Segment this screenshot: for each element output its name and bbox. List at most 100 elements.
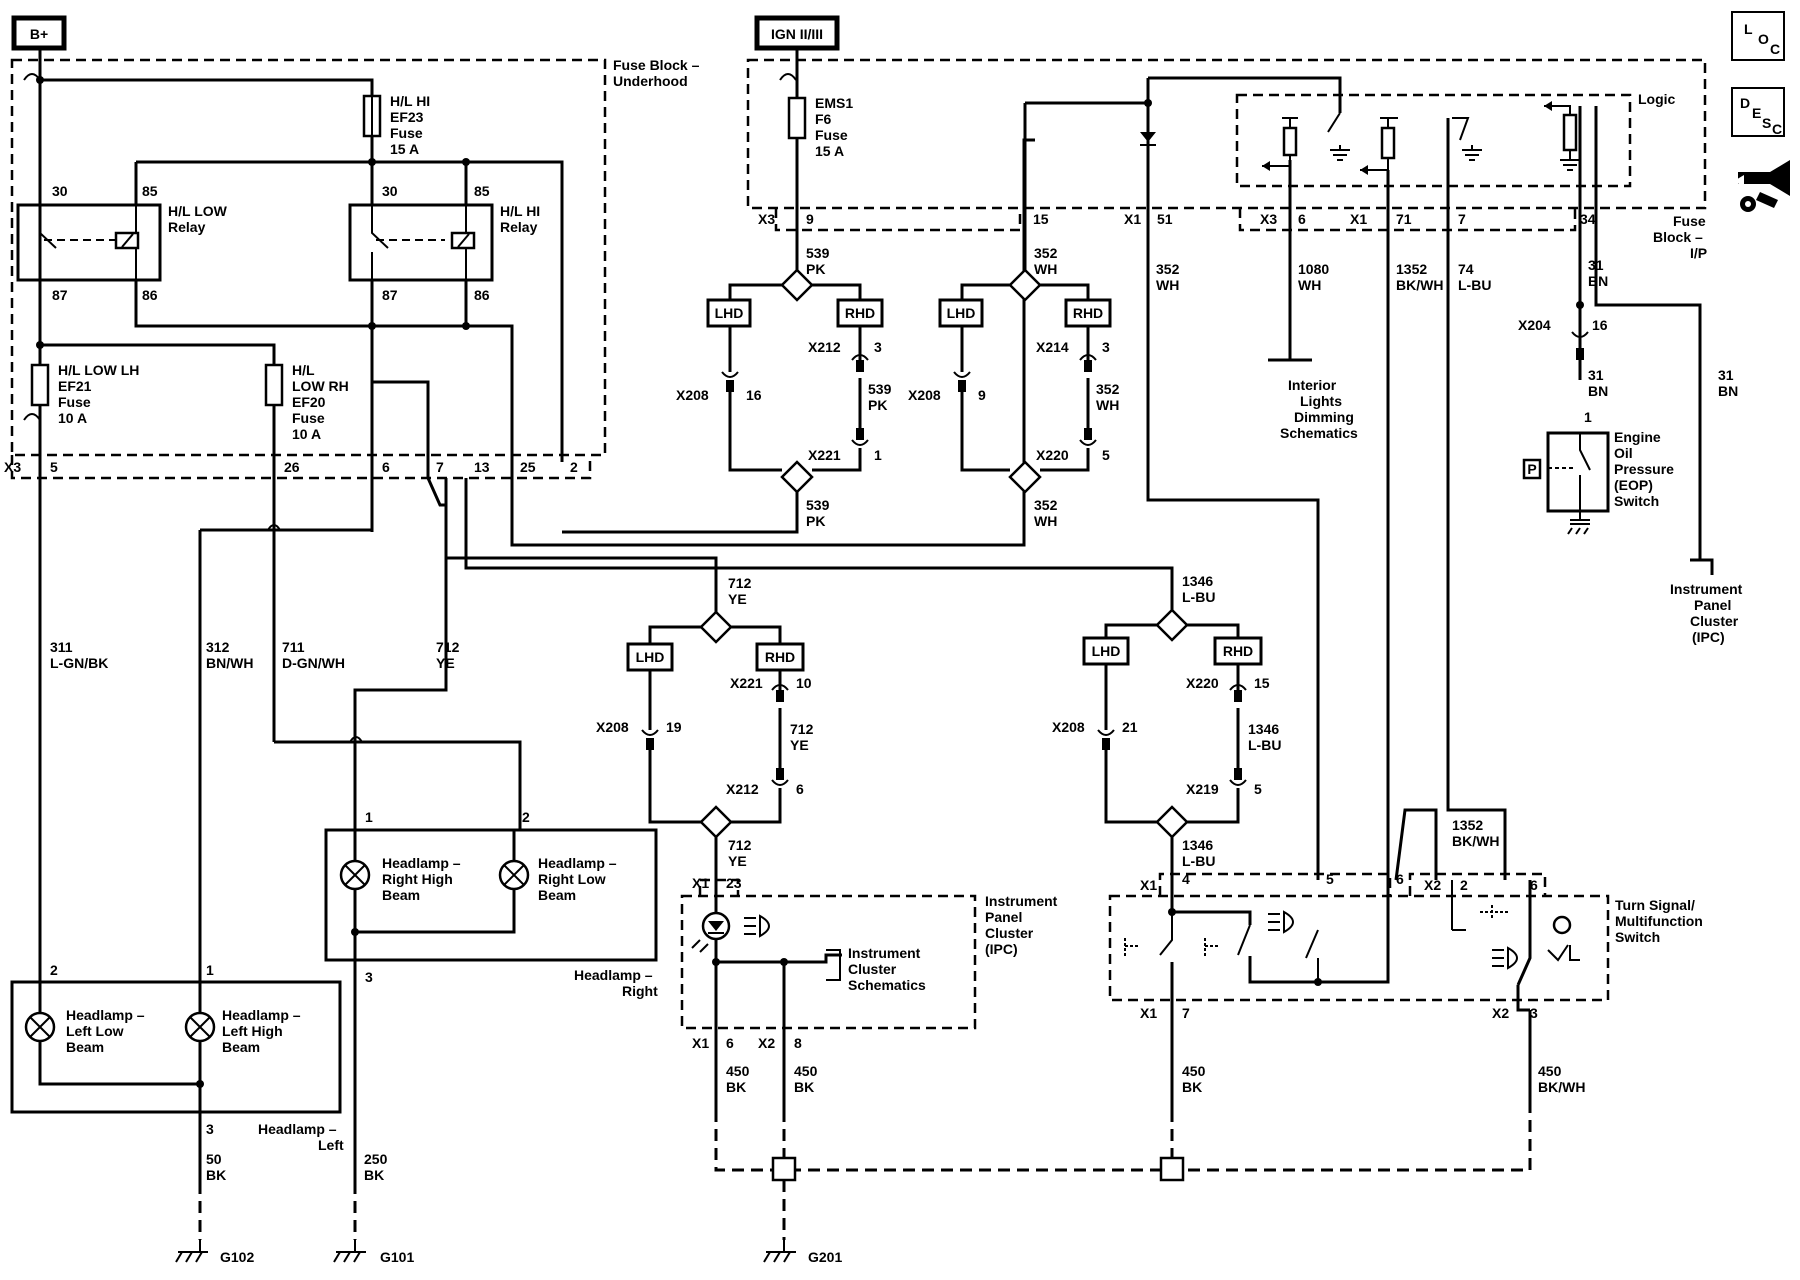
lhd-box-2 — [938, 298, 984, 328]
ipc-dest-line-4: (IPC) — [1692, 629, 1725, 645]
connector-tools-icon[interactable] — [1734, 160, 1790, 212]
wire-712d-color: YE — [728, 853, 747, 869]
ts-pin-2: 2 — [1460, 877, 1468, 893]
ip-pin-strip — [774, 208, 1577, 232]
wire-712a-color: YE — [436, 655, 455, 671]
wire-712c-num: 712 — [790, 721, 814, 737]
wire-1080-num: 1080 — [1298, 261, 1329, 277]
x214-pin: 3 — [1102, 339, 1110, 355]
desc-icon[interactable]: D E S C — [1731, 87, 1785, 137]
wire-1080-color: WH — [1298, 277, 1321, 293]
wire-450b-num: 450 — [794, 1063, 818, 1079]
underhood-pin-6: 6 — [382, 459, 390, 475]
wire-352c-num: 352 — [1096, 381, 1120, 397]
ipc-dest-line-3: Cluster — [1690, 613, 1739, 629]
ground-g102-label: G102 — [220, 1249, 254, 1265]
ef21-line-3: Fuse — [58, 394, 91, 410]
interior-line-3: Dimming — [1294, 409, 1354, 425]
ipc-dest-line-2: Panel — [1694, 597, 1731, 613]
eop-line-5: Switch — [1614, 493, 1659, 509]
right-high-line-2: Right High — [382, 871, 453, 887]
wire-1352-num: 1352 — [1396, 261, 1427, 277]
ts-pin-5: 5 — [1326, 871, 1334, 887]
connector-x208-b — [953, 371, 971, 392]
ipc-schem-line-3: Schematics — [848, 977, 926, 993]
ts-label-2: Multifunction — [1615, 913, 1703, 929]
ground-g101-icon — [333, 1240, 366, 1263]
wire-539c-color: PK — [806, 513, 825, 529]
x208d-label: X208 — [1052, 719, 1085, 735]
ef23-line-3: Fuse — [390, 125, 423, 141]
underhood-pin-7: 7 — [436, 459, 444, 475]
wire-1346c-num: 1346 — [1182, 837, 1213, 853]
relay-hi-label-2: Relay — [500, 219, 538, 235]
wire-1346c-color: L-BU — [1182, 853, 1215, 869]
eop-badge: P — [1527, 461, 1536, 477]
logic-box — [1235, 93, 1632, 188]
wire-711-color: D-GN/WH — [282, 655, 345, 671]
splice-352-bottom — [1008, 460, 1042, 494]
ipc-block-line-2: Panel — [985, 909, 1022, 925]
fuse-block-ip-title-1: Fuse — [1673, 213, 1706, 229]
rhd-box-4 — [1213, 636, 1263, 666]
relay-hl-hi — [348, 203, 494, 282]
relay-hi-label-1: H/L HI — [500, 203, 540, 219]
x208a-label: X208 — [676, 387, 709, 403]
ts-x1b-conn: X1 — [1140, 1005, 1157, 1021]
eop-line-2: Oil — [1614, 445, 1633, 461]
rhd-label-4: RHD — [1223, 643, 1253, 659]
splice-1346-bottom — [1155, 805, 1189, 839]
right-low-line-3: Beam — [538, 887, 576, 903]
ef21-line-4: 10 A — [58, 410, 87, 426]
x208c-label: X208 — [596, 719, 629, 735]
ts-x2-conn: X2 — [1424, 877, 1441, 893]
loc-icon[interactable]: L O C — [1731, 11, 1785, 61]
wire-250-num: 250 — [364, 1151, 388, 1167]
headlamp-right-title-1: Headlamp – — [574, 967, 653, 983]
desc-letter-c: C — [1772, 121, 1782, 137]
wire-1352-color: BK/WH — [1396, 277, 1443, 293]
fuse-f6 — [787, 96, 807, 140]
splice-1346-top — [1155, 608, 1189, 642]
headlamp-right-pin-3: 3 — [365, 969, 373, 985]
logic-pullup-3 — [1544, 101, 1580, 171]
ipc-x1-conn: X1 — [692, 875, 709, 891]
relay-low-pin-85: 85 — [142, 183, 158, 199]
x212a-pin: 3 — [874, 339, 882, 355]
f6-line-4: 15 A — [815, 143, 844, 159]
relay-hi-pin-30: 30 — [382, 183, 398, 199]
splice-712-top — [699, 610, 733, 644]
fuse-block-ip-title-2: Block – — [1653, 229, 1703, 245]
wire-539b-num: 539 — [868, 381, 892, 397]
headlamp-left-pin-3: 3 — [206, 1121, 214, 1137]
f6-line-3: Fuse — [815, 127, 848, 143]
x204-label: X204 — [1518, 317, 1551, 333]
x208d-pin: 21 — [1122, 719, 1138, 735]
wire-712b-color: YE — [728, 591, 747, 607]
wire-311-num: 311 — [50, 639, 73, 655]
ef23-line-2: EF23 — [390, 109, 424, 125]
connector-x204 — [1571, 331, 1589, 360]
fuse-block-underhood-title-1: Fuse Block – — [613, 57, 700, 73]
underhood-pin-13: 13 — [474, 459, 490, 475]
wire-450d-num: 450 — [1538, 1063, 1562, 1079]
x208b-label: X208 — [908, 387, 941, 403]
eop-switch-icon — [1522, 433, 1591, 535]
interior-line-1: Interior — [1288, 377, 1337, 393]
wire-352b-color: WH — [1156, 277, 1179, 293]
ipc-x2-conn: X2 — [758, 1035, 775, 1051]
logic-pullup-1 — [1262, 117, 1298, 171]
eop-line-4: (EOP) — [1614, 477, 1653, 493]
right-low-line-1: Headlamp – — [538, 855, 617, 871]
wire-352a-color: WH — [1034, 261, 1057, 277]
ipc-schem-line-2: Cluster — [848, 961, 897, 977]
relay-low-pin-30: 30 — [52, 183, 68, 199]
ef20-line-2: LOW RH — [292, 378, 349, 394]
ground-g201-icon — [763, 1240, 796, 1263]
ipc-block-line-1: Instrument — [985, 893, 1058, 909]
x208a-pin: 16 — [746, 387, 762, 403]
x220b-label: X220 — [1186, 675, 1219, 691]
wire-1346a-color: L-BU — [1182, 589, 1215, 605]
fuse-ef23 — [362, 94, 382, 138]
underhood-pin-5: 5 — [50, 459, 58, 475]
